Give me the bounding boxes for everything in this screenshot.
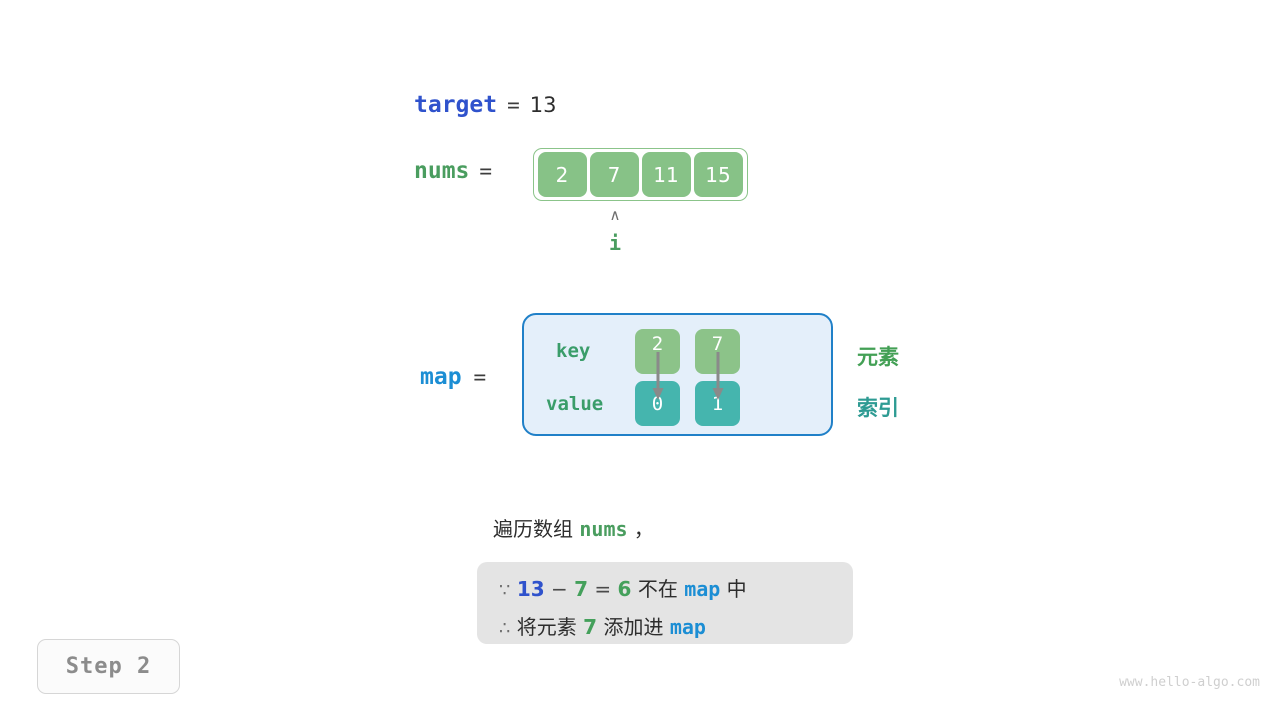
info-minus-sign: − [551,577,568,601]
key-to-value-arrow-icon [712,352,724,400]
array-cell: 7 [589,152,639,197]
target-row: target = 13 [414,92,556,118]
index-pointer-label: i [608,231,622,255]
step-badge: Step 2 [37,639,180,694]
index-pointer-caret-icon: ∧ [609,206,621,224]
info-target-value: 13 [516,577,545,601]
info-line2-start-text: 将元素 [510,615,584,639]
map-equals-sign: = [473,365,487,389]
watermark: www.hello-algo.com [1119,675,1260,690]
explanation-line-1: ∵ 13 − 7 = 6 不在 map 中 [499,571,831,609]
info-complement-value: 6 [617,577,632,601]
nums-array-container: 2 7 11 15 [533,148,748,201]
caption-prefix: 遍历数组 [493,517,580,541]
map-label-row: map = [420,364,486,390]
key-to-value-arrow-icon [652,352,664,400]
nums-variable-label: nums [414,158,470,184]
target-equals-sign: = [507,93,520,117]
info-line2-map: map [669,615,706,639]
info-current-value: 7 [574,577,589,601]
map-value-row-label: value [546,393,604,415]
caption-code-nums: nums [579,517,628,541]
explanation-box: ∵ 13 − 7 = 6 不在 map 中 ∴ 将元素 7 添加进 map [477,562,853,644]
caption-text: 遍历数组 nums ， [493,513,654,542]
info-equals-sign: = [594,577,612,601]
info-line2-value: 7 [583,615,598,639]
therefore-symbol-icon: ∴ [499,618,511,639]
map-key-side-label: 元素 [857,345,899,369]
target-value: 13 [529,93,557,117]
caption-suffix: ， [627,517,654,541]
target-variable-label: target [414,92,498,118]
nums-equals-sign: = [479,159,493,183]
array-cell: 11 [641,152,691,197]
because-symbol-icon: ∵ [499,580,511,601]
explanation-line-2: ∴ 将元素 7 添加进 map [499,609,831,647]
map-value-side-label: 索引 [857,396,899,420]
map-variable-label: map [420,364,462,390]
info-line1-end-text: 中 [720,577,747,601]
array-cell: 2 [537,152,587,197]
info-line1-map: map [684,577,721,601]
array-cell: 15 [693,152,743,197]
info-line2-mid-text: 添加进 [597,615,670,639]
map-key-row-label: key [556,340,591,362]
info-line1-mid-text: 不在 [631,577,685,601]
nums-row: nums = [414,158,502,184]
